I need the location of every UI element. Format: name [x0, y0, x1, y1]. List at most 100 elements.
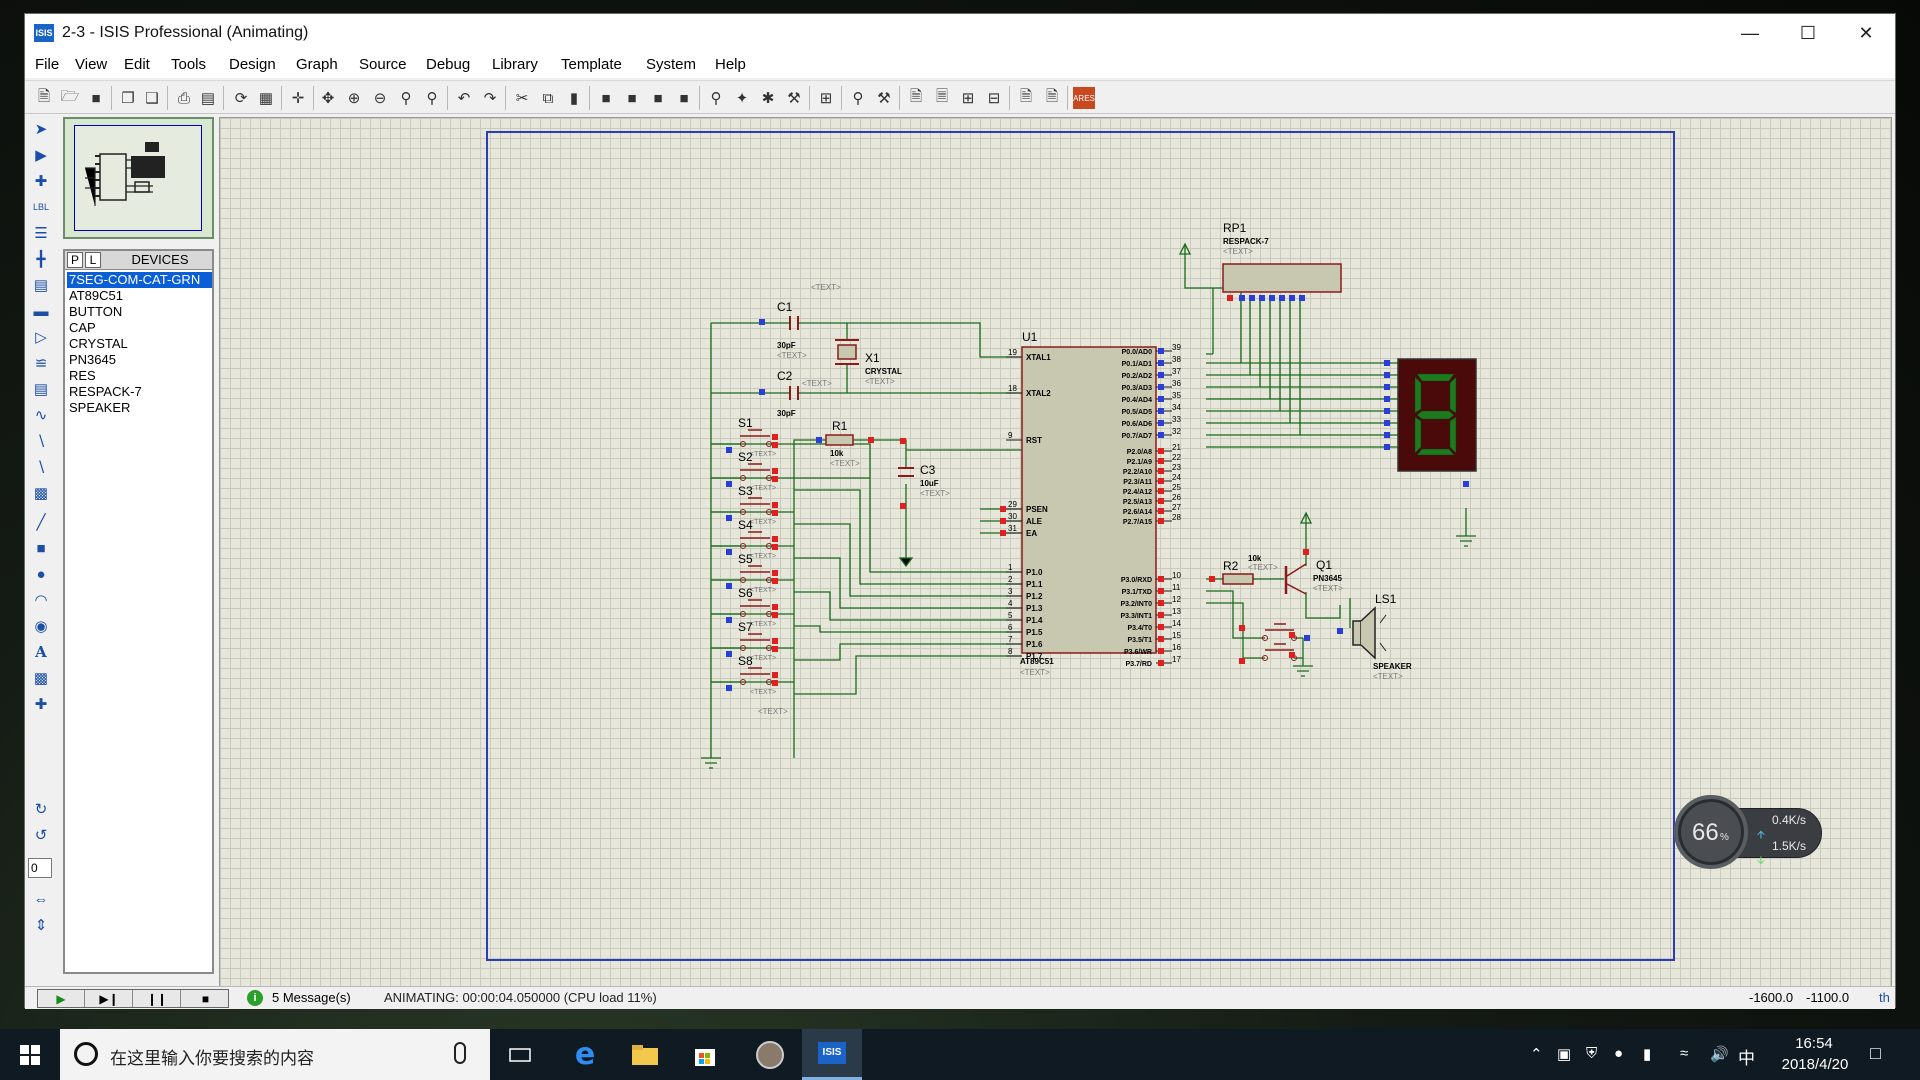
block-rotate-icon[interactable]: ■: [653, 89, 663, 107]
wifi-icon[interactable]: ≈: [1680, 1045, 1689, 1062]
search-tag-icon[interactable]: ⚲: [852, 90, 864, 107]
minimize-button[interactable]: —: [1741, 23, 1759, 43]
pause-button[interactable]: ❙❙: [134, 990, 181, 1007]
menu-system[interactable]: System: [646, 56, 697, 73]
ares-netlist-icon[interactable]: ARES: [1073, 87, 1095, 109]
device-pins-icon[interactable]: ▷: [35, 329, 47, 346]
title-bar[interactable]: ISIS 2-3 - ISIS Professional (Animating)…: [25, 14, 1895, 52]
wire-autorouter-icon[interactable]: ⊞: [819, 90, 833, 107]
overview-window[interactable]: [63, 117, 214, 239]
print-area-icon[interactable]: ▤: [200, 90, 216, 107]
rotate-clockwise-icon[interactable]: ↻: [34, 801, 48, 818]
menu-debug[interactable]: Debug: [426, 56, 471, 73]
edge-browser-icon[interactable]: e: [574, 1037, 596, 1072]
menu-library[interactable]: Library: [492, 56, 538, 73]
marker-2d-icon[interactable]: ✚: [34, 696, 48, 713]
tray-app-icon[interactable]: ▣: [1557, 1046, 1572, 1063]
pan-icon[interactable]: ✥: [321, 90, 335, 107]
resistor-r2[interactable]: R2 10k <TEXT>: [1209, 554, 1278, 585]
store-icon[interactable]: [675, 1029, 735, 1080]
subcircuit-icon[interactable]: ▤: [33, 277, 49, 294]
clock-date[interactable]: 2018/4/20: [1781, 1056, 1849, 1073]
redo-icon[interactable]: ↷: [483, 90, 497, 107]
capacitor-c3[interactable]: C3 10uF <TEXT>: [898, 438, 950, 509]
zoom-in-icon[interactable]: ⊕: [347, 90, 361, 107]
units-indicator[interactable]: th: [1879, 990, 1890, 1005]
crystal-x1[interactable]: X1 CRYSTAL <TEXT>: [835, 339, 902, 386]
resistor-pack-rp1[interactable]: RP1 RESPACK-7 <TEXT>: [1222, 221, 1342, 301]
isis-taskbar-icon[interactable]: ISIS: [802, 1029, 862, 1080]
menu-tools[interactable]: Tools: [171, 56, 207, 73]
graph-icon[interactable]: ≌: [34, 355, 48, 372]
seven-segment-display[interactable]: 8: [1384, 358, 1477, 487]
show-hidden-icons[interactable]: ⌃: [1530, 1046, 1543, 1063]
stop-button[interactable]: ■: [201, 991, 210, 1006]
text-script-icon[interactable]: ☰: [34, 225, 48, 242]
zoom-all-icon[interactable]: ⚲: [400, 90, 412, 107]
push-button-switch[interactable]: S1<TEXT>: [711, 416, 778, 458]
transistor-q1[interactable]: Q1 PN3645 <TEXT>: [1284, 549, 1343, 595]
capacitor-c1[interactable]: C1 30pF <TEXT>: [759, 300, 807, 360]
menu-source[interactable]: Source: [359, 56, 407, 73]
u1-body[interactable]: [1021, 346, 1157, 654]
device-item[interactable]: SPEAKER: [69, 400, 131, 415]
step-button[interactable]: ▶❙: [86, 990, 133, 1007]
copy-icon[interactable]: ⧉: [542, 89, 554, 107]
save-icon[interactable]: ■: [91, 89, 101, 107]
current-probe-icon[interactable]: ∖: [36, 459, 46, 476]
decompose-icon[interactable]: ⚒: [787, 90, 801, 107]
print-icon[interactable]: ⎙: [177, 89, 190, 107]
volume-icon[interactable]: 🔊: [1710, 1046, 1729, 1063]
push-button-switch[interactable]: S2<TEXT>: [711, 450, 778, 492]
device-item[interactable]: RESPACK-7: [69, 384, 142, 399]
refresh-icon[interactable]: ⟳: [234, 90, 248, 107]
menu-help[interactable]: Help: [715, 56, 746, 73]
open-folder-icon[interactable]: 🗁: [60, 87, 80, 105]
rotate-anticlockwise-icon[interactable]: ↺: [34, 827, 48, 844]
push-button-switch[interactable]: S3<TEXT>: [711, 484, 778, 526]
resistor-r1[interactable]: R1 10k <TEXT>: [816, 419, 874, 468]
virtual-instruments-icon[interactable]: ▩: [33, 485, 49, 502]
arc-2d-icon[interactable]: ◠: [34, 592, 48, 609]
line-2d-icon[interactable]: ╱: [36, 514, 46, 531]
export-icon[interactable]: ❑: [145, 90, 159, 107]
bus-icon[interactable]: ╋: [36, 251, 46, 268]
security-shield-icon[interactable]: ⛨: [1586, 1045, 1598, 1062]
zoom-child-icon[interactable]: ⊟: [987, 90, 1001, 107]
block-delete-icon[interactable]: ■: [679, 89, 689, 107]
net-speed-widget[interactable]: 🡩 🡫 66 % 0.4K/s 1.5K/s: [1674, 795, 1822, 869]
user-avatar-app-icon[interactable]: [740, 1029, 800, 1080]
circle-2d-icon[interactable]: ●: [36, 565, 46, 583]
device-item[interactable]: 7SEG-COM-CAT-GRN: [67, 272, 212, 288]
close-button[interactable]: ✕: [1858, 23, 1874, 43]
component-mode-icon[interactable]: ▶: [35, 147, 47, 164]
text-2d-icon[interactable]: A: [35, 643, 47, 661]
mirror-horizontal-icon[interactable]: ⇔: [33, 890, 49, 908]
push-button-switch[interactable]: S6<TEXT>: [711, 586, 778, 628]
undo-icon[interactable]: ↶: [457, 90, 471, 107]
speaker-ls1[interactable]: LS1 SPEAKER <TEXT>: [1337, 592, 1412, 681]
menu-template[interactable]: Template: [561, 56, 622, 73]
capacitor-c2[interactable]: C2 30pF <TEXT>: [759, 369, 832, 418]
menu-file[interactable]: File: [35, 56, 60, 73]
zoom-area-icon[interactable]: ⚲: [426, 90, 438, 107]
message-count[interactable]: 5 Message(s): [272, 990, 351, 1005]
menu-design[interactable]: Design: [229, 56, 276, 73]
device-item[interactable]: PN3645: [69, 352, 116, 367]
paste-icon[interactable]: ▮: [569, 90, 579, 107]
library-manager-button[interactable]: L: [85, 252, 101, 268]
microphone-icon[interactable]: [454, 1042, 466, 1064]
tape-recorder-icon[interactable]: ▤: [33, 381, 49, 398]
terminals-icon[interactable]: ▬: [33, 302, 49, 320]
menu-graph[interactable]: Graph: [296, 56, 338, 73]
make-device-icon[interactable]: ✦: [735, 90, 749, 107]
file-explorer-icon[interactable]: [615, 1029, 675, 1080]
path-2d-icon[interactable]: ◉: [34, 618, 48, 635]
package-tool-icon[interactable]: ✱: [761, 90, 775, 107]
push-button-switch[interactable]: S8<TEXT>: [711, 654, 778, 696]
device-item[interactable]: BUTTON: [69, 304, 123, 319]
task-view-icon[interactable]: [490, 1029, 550, 1080]
origin-icon[interactable]: ✛: [291, 90, 305, 107]
schematic-drawing[interactable]: 19XTAL118XTAL29RST29PSEN30ALE31EA1P1.02P…: [220, 118, 1892, 987]
